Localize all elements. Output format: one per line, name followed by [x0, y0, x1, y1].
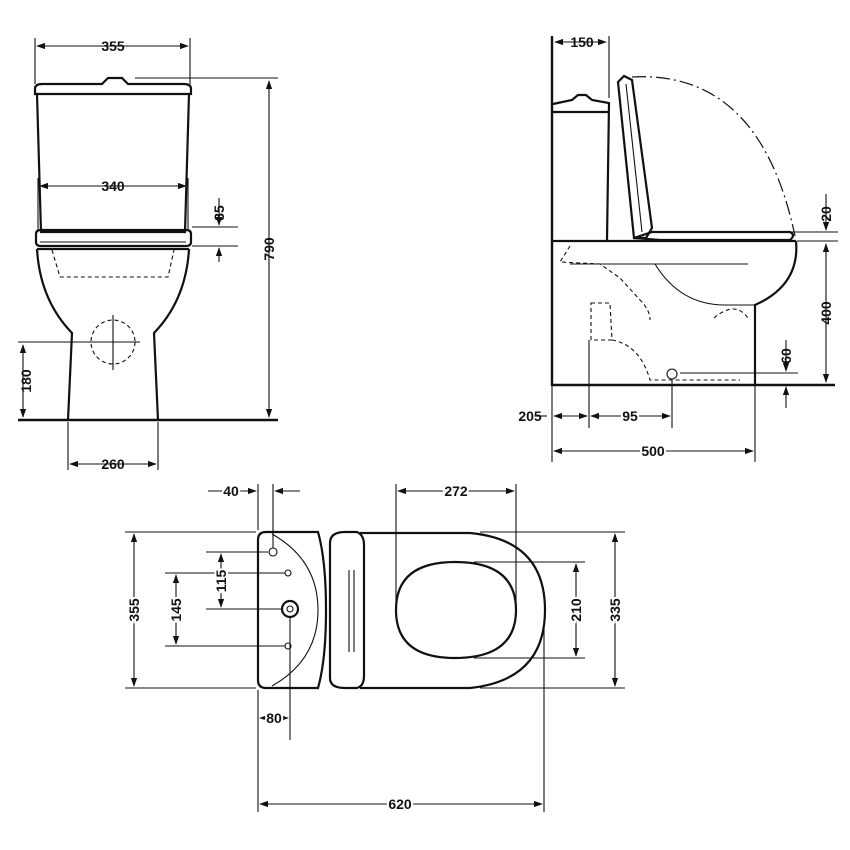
dim-seat-opening-width-label: 210 [568, 598, 584, 622]
plan-cistern [256, 530, 328, 690]
dim-plan-width-label: 355 [126, 598, 142, 622]
dim-plan-length-label: 620 [388, 796, 412, 812]
dim-overall-depth-label: 500 [641, 443, 665, 459]
front-view: 355 340 35 790 180 260 [18, 38, 278, 472]
dim-outlet-offset-label: 95 [622, 408, 638, 424]
front-cistern-body [35, 93, 191, 234]
dim-seat-height-label: 400 [818, 301, 834, 325]
side-cistern [552, 93, 611, 241]
plan-view: 40 272 355 145 115 210 335 [124, 481, 625, 814]
front-bowl [35, 248, 74, 421]
side-seat [633, 230, 795, 242]
dim-fixing-spacing-label: 145 [168, 598, 184, 622]
dim-seat-clearance-label: 20 [818, 206, 834, 222]
dim-plan-outlet-offset-label: 80 [266, 710, 282, 726]
side-lid-swing-arc [631, 76, 796, 237]
dim-total-height-label: 790 [261, 237, 277, 261]
dim-base-width-label: 260 [101, 456, 125, 472]
side-raised-lid [616, 74, 654, 240]
plan-seat-opening [394, 560, 518, 660]
dim-bowl-width-label: 335 [607, 598, 623, 622]
side-view: 150 20 400 60 205 95 500 [518, 34, 838, 462]
side-bowl [753, 240, 798, 385]
dim-front-width-label: 355 [101, 38, 125, 54]
dim-plan-cistern-offset-label: 40 [223, 483, 239, 499]
dim-cistern-depth-label: 150 [570, 34, 594, 50]
dim-side-outlet-height-label: 60 [778, 348, 794, 364]
plan-outlet-hole [280, 599, 300, 619]
front-cistern-lid [33, 76, 193, 96]
plan-seat-outline [360, 531, 547, 690]
dim-wall-offset-label: 205 [518, 408, 542, 424]
dim-seat-opening-length-label: 272 [444, 483, 468, 499]
dim-inlet-offset-label: 115 [213, 569, 229, 592]
dim-front-outlet-height-label: 180 [18, 369, 34, 393]
dim-seat-gap-label: 35 [211, 205, 227, 221]
plan-seat-hinge [328, 530, 366, 690]
front-seat [34, 228, 193, 248]
dim-seat-width-label: 340 [101, 178, 125, 194]
side-outlet [666, 368, 678, 380]
plan-inlet-left [268, 547, 278, 557]
